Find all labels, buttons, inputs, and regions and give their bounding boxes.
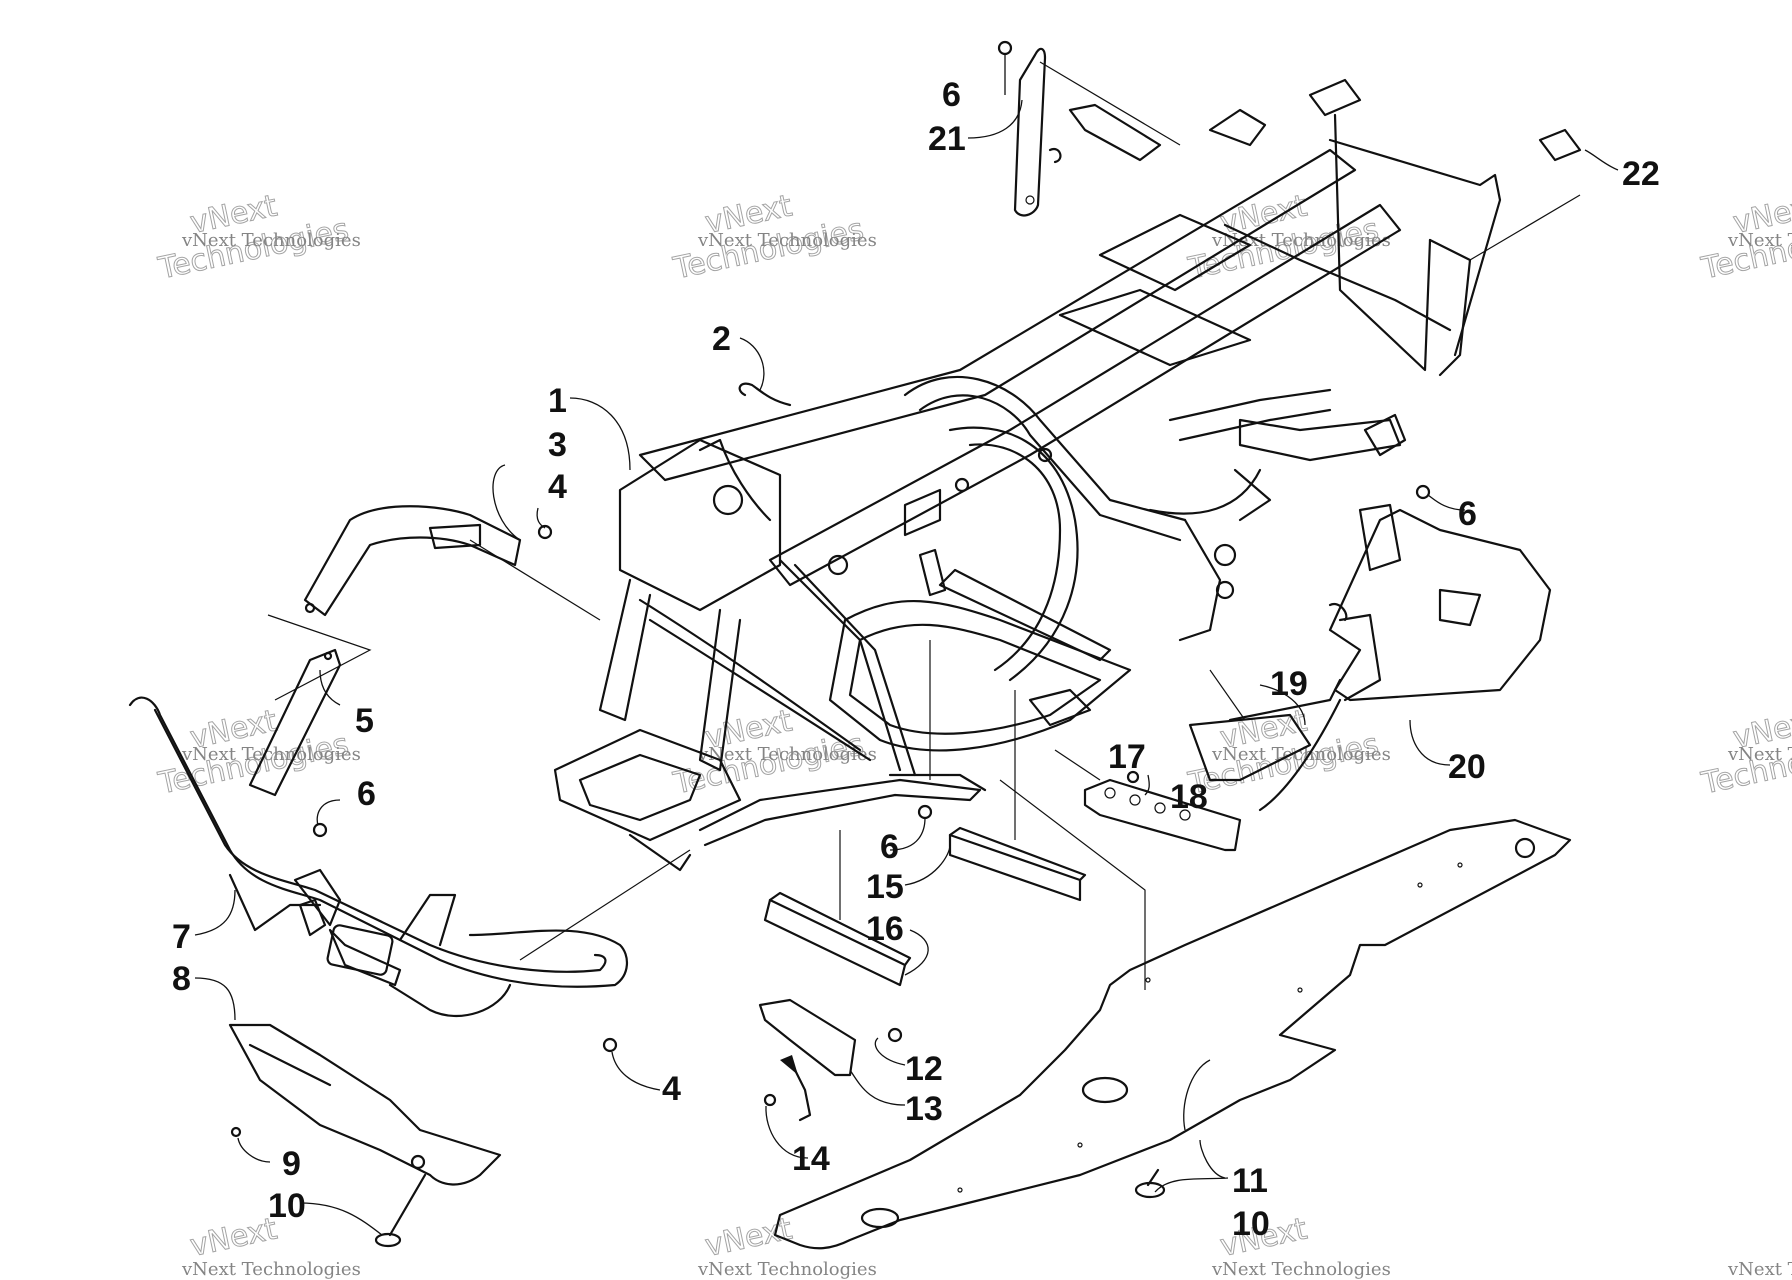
callout-5: 5: [355, 702, 374, 740]
part-13-bracket: [758, 998, 857, 1122]
part-15-pad: [948, 826, 1087, 902]
part-22-decal: [1538, 128, 1582, 162]
callout-8: 8: [172, 960, 191, 998]
watermark-group: vNext Technologies vNext Technologies vN…: [154, 188, 1792, 1280]
callout-9: 9: [282, 1145, 301, 1183]
callout-13: 13: [905, 1090, 943, 1128]
callout-4: 4: [548, 468, 567, 506]
watermark-text: vNext Technologies: [181, 744, 361, 765]
part-18-bracket: [1083, 713, 1312, 852]
watermark-mark: vNext: [187, 1211, 280, 1264]
callout-11: 11: [1232, 1162, 1268, 1200]
main-frame: [553, 78, 1502, 872]
callout-1: 1: [548, 382, 567, 420]
callout-6: 6: [357, 775, 376, 813]
callout-4: 4: [662, 1070, 681, 1108]
callout-3: 3: [548, 426, 567, 464]
part-8-skid: [228, 1023, 502, 1186]
callout-6: 6: [1458, 495, 1477, 533]
callout-14: 14: [792, 1140, 830, 1178]
fasteners: [230, 40, 1431, 1248]
watermark-text: vNext Technologies: [697, 230, 877, 251]
callout-12: 12: [905, 1050, 943, 1088]
callout-20: 20: [1448, 748, 1486, 786]
callout-6: 6: [880, 828, 899, 866]
callout-labels: 1 2 3 4 4 5 6 6 6 6 7 8 9 10 10 11 12 13…: [172, 76, 1660, 1243]
part-5-bracket: [248, 648, 342, 797]
callout-10: 10: [268, 1187, 306, 1225]
watermark-text: vNext Technologies: [1727, 744, 1792, 765]
callout-16: 16: [866, 910, 904, 948]
watermark-text: vNext Technologies: [1211, 230, 1391, 251]
watermark-text: vNext Technologies: [181, 1259, 361, 1280]
callout-10: 10: [1232, 1205, 1270, 1243]
watermark-text: vNext Technologies: [1727, 1259, 1792, 1280]
callout-15: 15: [866, 868, 904, 906]
callout-21: 21: [928, 120, 966, 158]
part-7-bumper: [128, 696, 628, 1018]
watermark-text: vNext Technologies: [1211, 744, 1391, 765]
part-3-bracket: [303, 505, 522, 617]
watermark-text: vNext Technologies: [697, 1259, 877, 1280]
part-2-clip: [738, 382, 792, 407]
part-21-strap: [1013, 47, 1162, 217]
part-16-pad: [763, 891, 912, 987]
callout-18: 18: [1170, 778, 1208, 816]
callout-6: 6: [942, 76, 961, 114]
watermark-text: vNext Technologies: [1727, 230, 1792, 251]
watermark-text: vNext Technologies: [181, 230, 361, 251]
watermark-text: vNext Technologies: [1211, 1259, 1391, 1280]
callout-17: 17: [1108, 738, 1146, 776]
callout-7: 7: [172, 918, 191, 956]
watermark-text: vNext Technologies: [697, 744, 877, 765]
part-20-bracket: [1228, 503, 1552, 812]
callout-22: 22: [1622, 155, 1660, 193]
callout-2: 2: [712, 320, 731, 358]
part-11-skid-plate: [773, 818, 1572, 1250]
leader-lines: [194, 54, 1619, 1236]
callout-19: 19: [1270, 665, 1308, 703]
